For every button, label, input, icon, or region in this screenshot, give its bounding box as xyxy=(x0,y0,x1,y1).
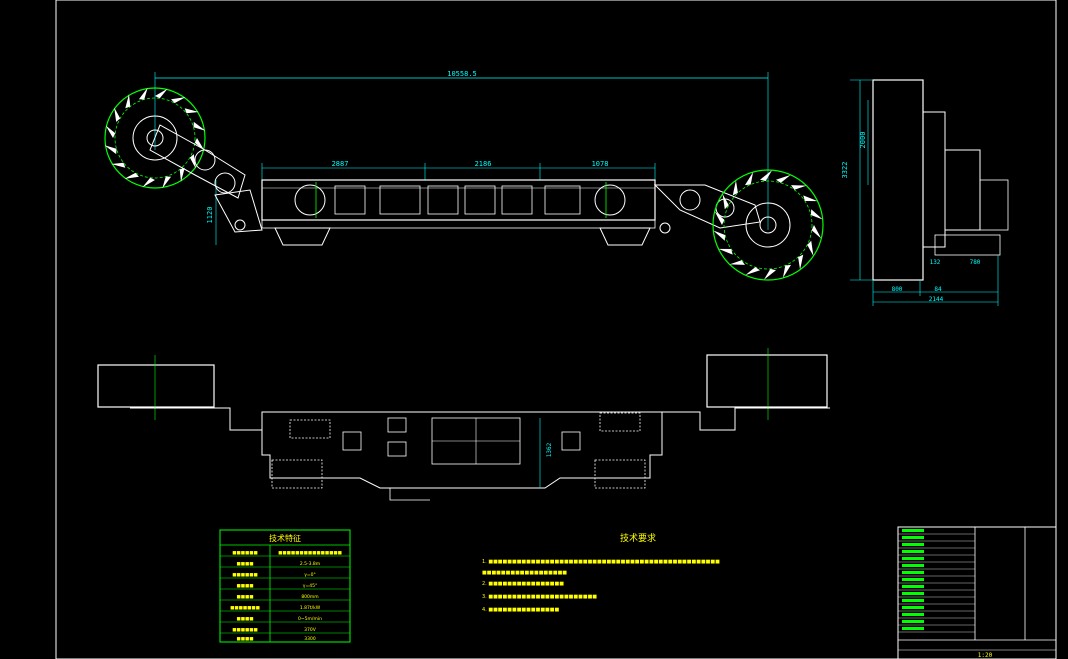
drum-tooth xyxy=(810,209,823,220)
drum-tooth xyxy=(782,264,791,278)
drum-tooth xyxy=(775,174,791,183)
tech-row-v-7: 370V xyxy=(304,627,317,633)
dim-side-bottom-total: 2144 xyxy=(929,296,944,303)
tech-row-k-4: ■■■■ xyxy=(236,595,253,600)
tech-req-title: 技术要求 xyxy=(620,532,656,544)
drum-tooth xyxy=(722,193,729,210)
drum-tooth xyxy=(763,268,776,280)
title-block-cell-text xyxy=(902,557,924,560)
drum-tooth xyxy=(745,172,754,186)
drum-tooth xyxy=(811,225,822,239)
tech-row-k-6: ■■■■ xyxy=(236,617,253,622)
drum-tooth xyxy=(125,94,131,109)
title-block-cell-text xyxy=(902,599,924,602)
title-block-cell-text xyxy=(902,606,924,609)
tech-req-item-2: 2. ■■■■■■■■■■■■■■■■ xyxy=(482,581,564,587)
side-view: 3322 2000 800 84 2144 780 132 xyxy=(841,79,1009,306)
drum-tooth xyxy=(189,154,196,169)
title-block-cell-text xyxy=(902,529,924,532)
tech-row-k-7: ■■■■■■ xyxy=(232,628,258,633)
drum-tooth xyxy=(179,167,185,182)
title-block-cell-text xyxy=(902,564,924,567)
tech-row-k-3: ■■■■ xyxy=(236,584,253,589)
drum-tooth xyxy=(803,195,818,202)
tech-row-v-4: 800mm xyxy=(301,594,318,600)
title-block-cell-text xyxy=(902,627,924,630)
tech-req-item-0: 1. ■■■■■■■■■■■■■■■■■■■■■■■■■■■■■■■■■■■■■… xyxy=(482,559,720,565)
machine-body xyxy=(261,179,656,246)
title-block-cell-text xyxy=(902,592,924,595)
title-block-cell-text xyxy=(902,550,924,553)
right-cutting-drum xyxy=(712,169,824,281)
drum-tooth xyxy=(718,248,733,255)
drum-tooth xyxy=(162,176,172,189)
title-block-cell-text xyxy=(902,613,924,616)
drawing-border xyxy=(55,0,1057,659)
tech-req-item-3: 3. ■■■■■■■■■■■■■■■■■■■■■■■ xyxy=(482,594,597,600)
drum-tooth xyxy=(171,97,186,104)
dim-span-left: 2887 xyxy=(332,160,349,168)
dim-plan-height: 1362 xyxy=(546,442,553,457)
title-block: 1:20 xyxy=(897,526,1057,659)
tech-row-v-3: γ=45° xyxy=(303,583,317,589)
tech-requirements: 技术要求 1. ■■■■■■■■■■■■■■■■■■■■■■■■■■■■■■■■… xyxy=(482,532,720,613)
drum-tooth xyxy=(807,240,814,257)
drum-tooth xyxy=(194,138,205,151)
drum-tooth xyxy=(732,180,738,196)
tech-req-item-1: ■■■■■■■■■■■■■■■■■■ xyxy=(482,570,567,576)
dim-side-inner-height: 2000 xyxy=(859,132,867,149)
drum-tooth xyxy=(104,145,117,155)
drum-tooth xyxy=(791,185,807,190)
drum-tooth xyxy=(729,260,745,265)
drum-tooth xyxy=(745,267,761,276)
tech-req-item-4: 4. ■■■■■■■■■■■■■■■ xyxy=(482,607,559,613)
title-block-cell-text xyxy=(902,620,924,623)
dim-side-total-height: 3322 xyxy=(841,162,849,179)
tech-row-v-2: γ=0° xyxy=(304,572,316,578)
front-view: 10558.5 2887 2186 1078 1120 xyxy=(104,70,824,281)
drum-tooth xyxy=(124,172,139,179)
drum-tooth xyxy=(184,108,199,114)
drum-tooth xyxy=(114,107,121,122)
drum-tooth xyxy=(760,170,773,182)
tech-row-k-8: ■■■■ xyxy=(236,637,253,642)
tech-row-v-1: 2.5-3.8m xyxy=(300,561,320,567)
tech-row-v-5: 1.87t/kW xyxy=(300,605,321,611)
dim-span-right: 1078 xyxy=(592,160,609,168)
drum-tooth xyxy=(713,230,726,241)
drum-tooth xyxy=(193,121,206,131)
tech-row-k-5: ■■■■■■■ xyxy=(230,606,260,611)
title-block-cell-text xyxy=(902,536,924,539)
left-cutting-drum xyxy=(104,87,206,189)
dim-overall-label: 10558.5 xyxy=(447,70,477,78)
dim-side-small-2: 132 xyxy=(930,259,941,266)
dim-side-small-1: 780 xyxy=(970,259,981,266)
drum-tooth xyxy=(155,88,168,99)
tech-row-k-1: ■■■■ xyxy=(236,562,253,567)
tech-row-v-8: 3300 xyxy=(304,636,316,642)
drum-tooth xyxy=(142,177,155,188)
drum-tooth xyxy=(105,125,116,138)
tech-row-v-6: 0~5m/min xyxy=(298,616,322,622)
dim-span-mid: 2186 xyxy=(475,160,492,168)
tech-row-k-2: ■■■■■■ xyxy=(232,573,258,578)
tech-table-title: 技术特征 xyxy=(269,533,301,543)
title-block-cell-text xyxy=(902,578,924,581)
tech-row-k-0: ■■■■■■ xyxy=(232,551,258,556)
drum-tooth xyxy=(111,162,126,168)
title-block-cell-text xyxy=(902,571,924,574)
plan-view: 1362 xyxy=(97,348,830,501)
drum-tooth xyxy=(714,211,725,225)
drum-tooth xyxy=(798,254,804,270)
tech-feature-table: 技术特征 ■■■■■■ ■■■■■■■■■■■■■■■ ■■■■ 2.5-3.8… xyxy=(219,529,351,643)
title-block-cell-text xyxy=(902,585,924,588)
title-block-cell-text xyxy=(902,543,924,546)
drum-tooth xyxy=(138,87,148,100)
dim-side-bottom-mid: 84 xyxy=(934,286,942,293)
title-block-scale: 1:20 xyxy=(978,652,993,659)
tech-row-v-0: ■■■■■■■■■■■■■■■ xyxy=(278,551,342,556)
dim-side-bottom-left: 800 xyxy=(892,286,903,293)
dim-left-height: 1120 xyxy=(206,207,214,224)
